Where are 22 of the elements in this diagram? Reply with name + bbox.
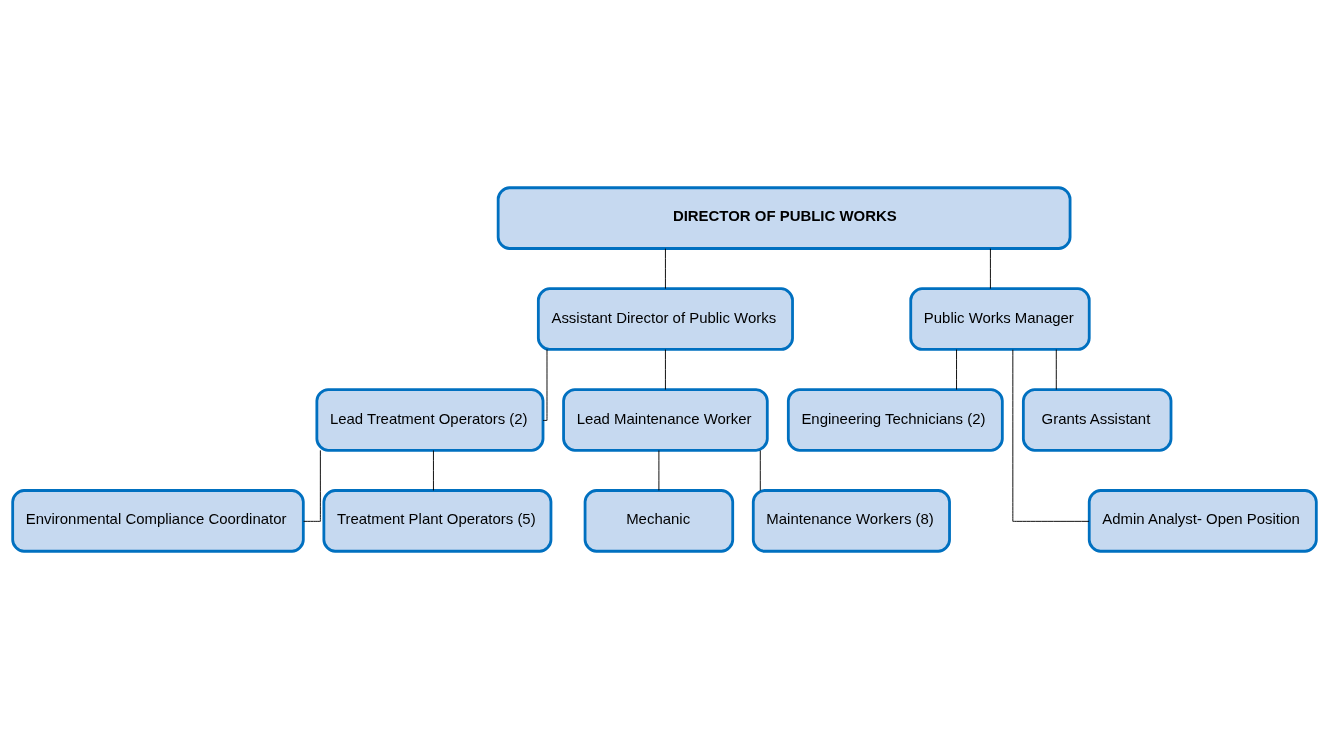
connector bbox=[1055, 348, 1057, 390]
connector bbox=[664, 348, 666, 390]
node-box: Treatment Plant Operators (5) bbox=[322, 488, 553, 553]
node-box: Public Works Manager bbox=[909, 286, 1091, 351]
node-box: Environmental Compliance Coordinator bbox=[11, 488, 305, 553]
node-box: Lead Treatment Operators (2) bbox=[315, 387, 545, 452]
node-box: Mechanic bbox=[583, 488, 735, 553]
connector bbox=[542, 348, 548, 421]
node-box: Engineering Technicians (2) bbox=[786, 387, 1004, 452]
node-box: Grants Assistant bbox=[1021, 387, 1173, 452]
connector bbox=[759, 449, 761, 491]
connector bbox=[989, 247, 991, 289]
connector bbox=[956, 348, 957, 390]
connector bbox=[1012, 348, 1090, 522]
node-box: DIRECTOR OF PUBLIC WORKS bbox=[496, 185, 1072, 250]
node-box: Maintenance Workers (8) bbox=[751, 488, 951, 553]
connector bbox=[664, 247, 666, 289]
node-box: Lead Maintenance Worker bbox=[562, 387, 769, 452]
connector bbox=[658, 449, 660, 491]
node-box: Admin Analyst- Open Position bbox=[1087, 488, 1318, 553]
connector bbox=[432, 449, 434, 491]
node-box: Assistant Director of Public Works bbox=[536, 286, 794, 351]
